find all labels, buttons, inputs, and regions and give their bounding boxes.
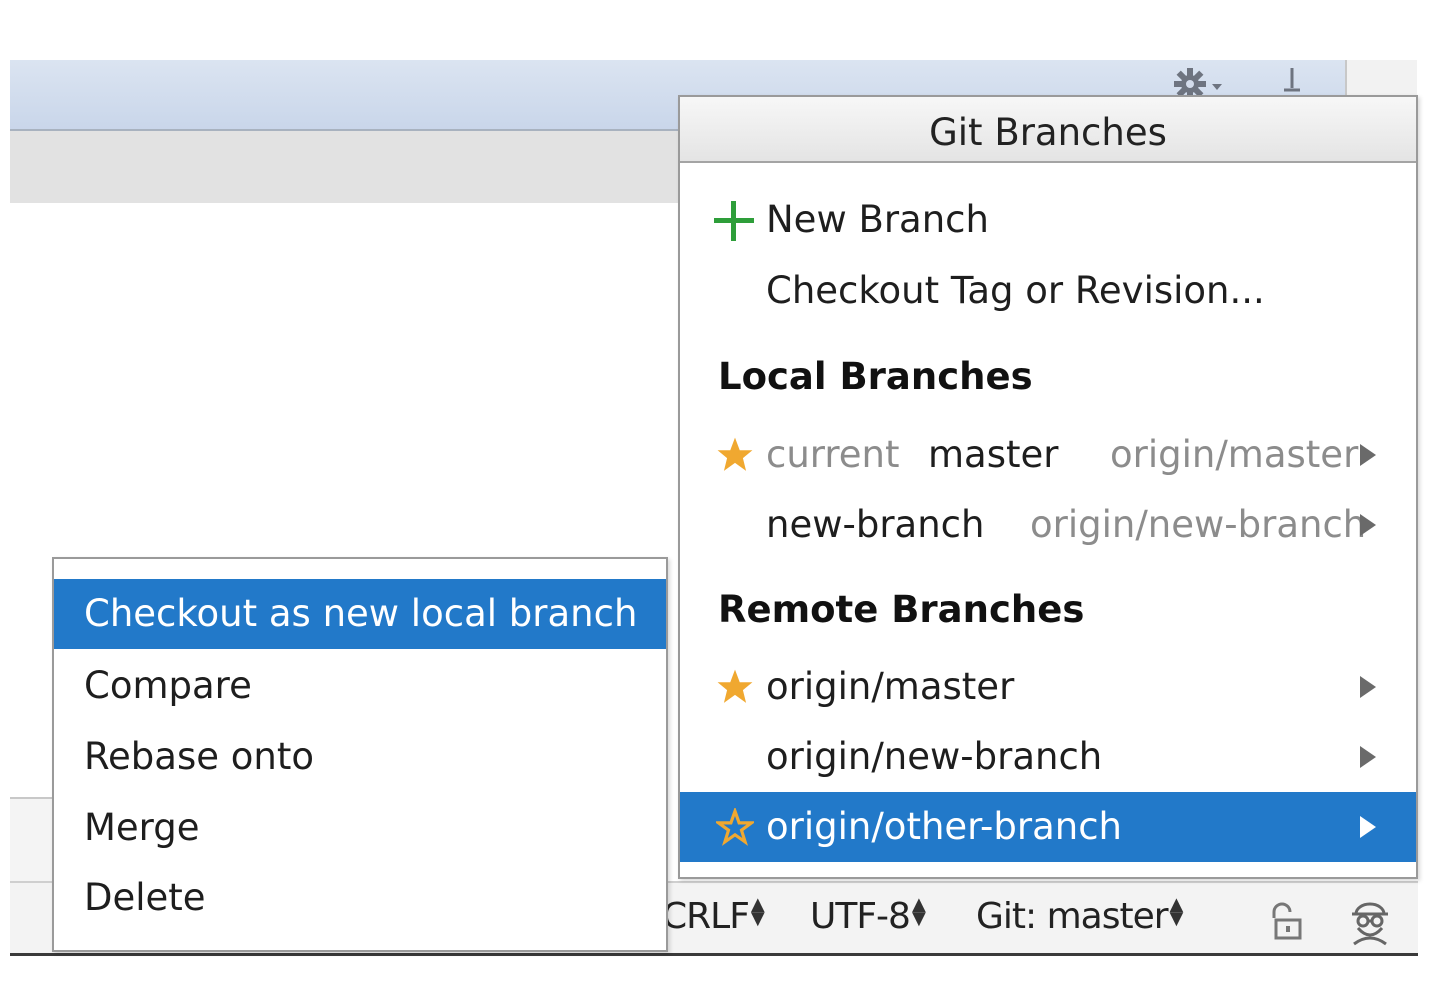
submenu-arrow-icon [1360, 816, 1376, 838]
checkout-tag-action[interactable]: Checkout Tag or Revision... [680, 256, 1416, 326]
submenu-arrow-icon [1360, 514, 1376, 536]
delete-item[interactable]: Delete [84, 876, 206, 919]
popup-title: Git Branches [680, 97, 1416, 163]
tracking-branch: origin/new-branch [1030, 503, 1367, 546]
inspector-icon[interactable] [1344, 894, 1396, 946]
line-separator-widget[interactable]: CRLF▲▼ [662, 894, 765, 938]
bottom-panel-edge [10, 797, 60, 881]
vcs-branch-label: Git: master [976, 896, 1169, 937]
remote-branches-header: Remote Branches [718, 588, 1085, 631]
rebase-onto-item[interactable]: Rebase onto [84, 735, 315, 778]
current-tag: current [766, 433, 900, 476]
checkout-as-new-local-branch-item[interactable]: Checkout as new local branch [54, 579, 666, 649]
updown-arrows-icon: ▲▼ [1169, 894, 1184, 929]
updown-arrows-icon: ▲▼ [911, 894, 926, 929]
git-branches-popup: Git Branches New Branch Checkout Tag or … [678, 95, 1418, 879]
submenu-arrow-icon [1360, 676, 1376, 698]
branch-name: new-branch [766, 503, 985, 546]
remote-branch-row[interactable]: origin/master [680, 652, 1416, 722]
branch-name: master [928, 433, 1059, 476]
new-branch-label: New Branch [766, 198, 989, 241]
local-branch-row[interactable]: new-branch origin/new-branch [680, 490, 1416, 560]
local-branches-header: Local Branches [718, 355, 1033, 398]
line-separator-label: CRLF [662, 896, 750, 937]
new-branch-action[interactable]: New Branch [680, 185, 1416, 255]
star-icon [717, 669, 753, 703]
ide-toolbar [10, 131, 682, 203]
remote-branch-row-selected[interactable]: origin/other-branch [680, 792, 1416, 862]
branch-name: origin/new-branch [766, 735, 1103, 778]
plus-icon [714, 201, 754, 241]
pin-icon[interactable] [1278, 66, 1306, 96]
submenu-arrow-icon [1360, 444, 1376, 466]
remote-branch-row[interactable]: origin/new-branch [680, 722, 1416, 792]
merge-item[interactable]: Merge [84, 806, 200, 849]
checkout-tag-label: Checkout Tag or Revision... [766, 269, 1265, 312]
lock-icon[interactable] [1266, 902, 1306, 942]
vcs-branch-widget[interactable]: Git: master▲▼ [976, 894, 1184, 938]
branch-name: origin/other-branch [766, 805, 1122, 848]
submenu-arrow-icon [1360, 746, 1376, 768]
gear-icon[interactable] [1172, 66, 1224, 96]
encoding-widget[interactable]: UTF-8▲▼ [810, 894, 926, 938]
compare-item[interactable]: Compare [84, 664, 252, 707]
tracking-branch: origin/master [1110, 433, 1359, 476]
local-branch-row[interactable]: current master origin/master [680, 420, 1416, 490]
star-icon [717, 437, 753, 471]
encoding-label: UTF-8 [810, 896, 911, 937]
branch-actions-submenu: Checkout as new local branch Compare Reb… [52, 557, 668, 952]
updown-arrows-icon: ▲▼ [750, 894, 765, 929]
branch-name: origin/master [766, 665, 1015, 708]
star-outline-icon[interactable] [716, 808, 754, 846]
